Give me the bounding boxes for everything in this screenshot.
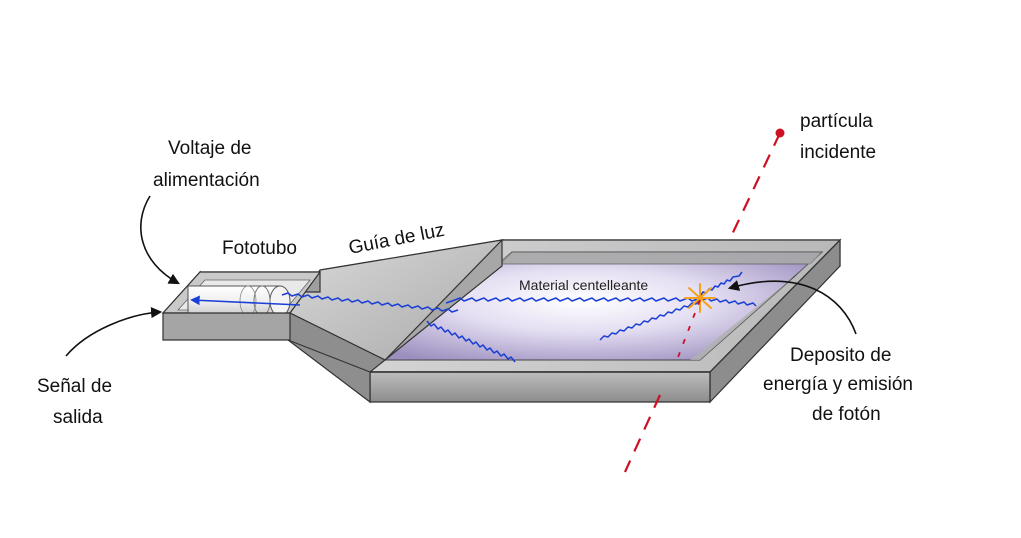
signal-label-line2: salida <box>53 407 103 428</box>
particle-track-lower <box>623 299 701 473</box>
callout-arrows <box>65 195 857 357</box>
deposit-label-line2: energía y emisión <box>763 374 913 395</box>
scintillator-label: Material centelleante <box>519 277 648 293</box>
light-guide <box>287 239 504 404</box>
particle-label-line1: partícula <box>800 111 873 132</box>
particle-label-line2: incidente <box>800 142 876 163</box>
emission-star-icon <box>684 283 716 313</box>
deposit-arrow <box>727 280 857 335</box>
signal-arrow <box>190 295 301 306</box>
voltage-label-line1: Voltaje de <box>168 138 251 159</box>
deposit-label-line1: Deposito de <box>790 345 891 366</box>
photon-path-secondary <box>599 299 701 341</box>
signal-out-arrow <box>65 307 163 357</box>
photon-path-main <box>281 292 701 363</box>
signal-label-line1: Señal de <box>37 376 112 397</box>
photon-path-right <box>701 297 757 307</box>
voltage-label-line2: alimentación <box>153 170 260 191</box>
particle-dot <box>775 128 785 138</box>
phototube-label: Fototubo <box>222 238 297 259</box>
scintillator-tray <box>368 238 842 404</box>
voltage-arrow <box>140 195 180 285</box>
photon-paths <box>190 271 757 363</box>
deposit-label-line3: de fotón <box>812 404 881 425</box>
